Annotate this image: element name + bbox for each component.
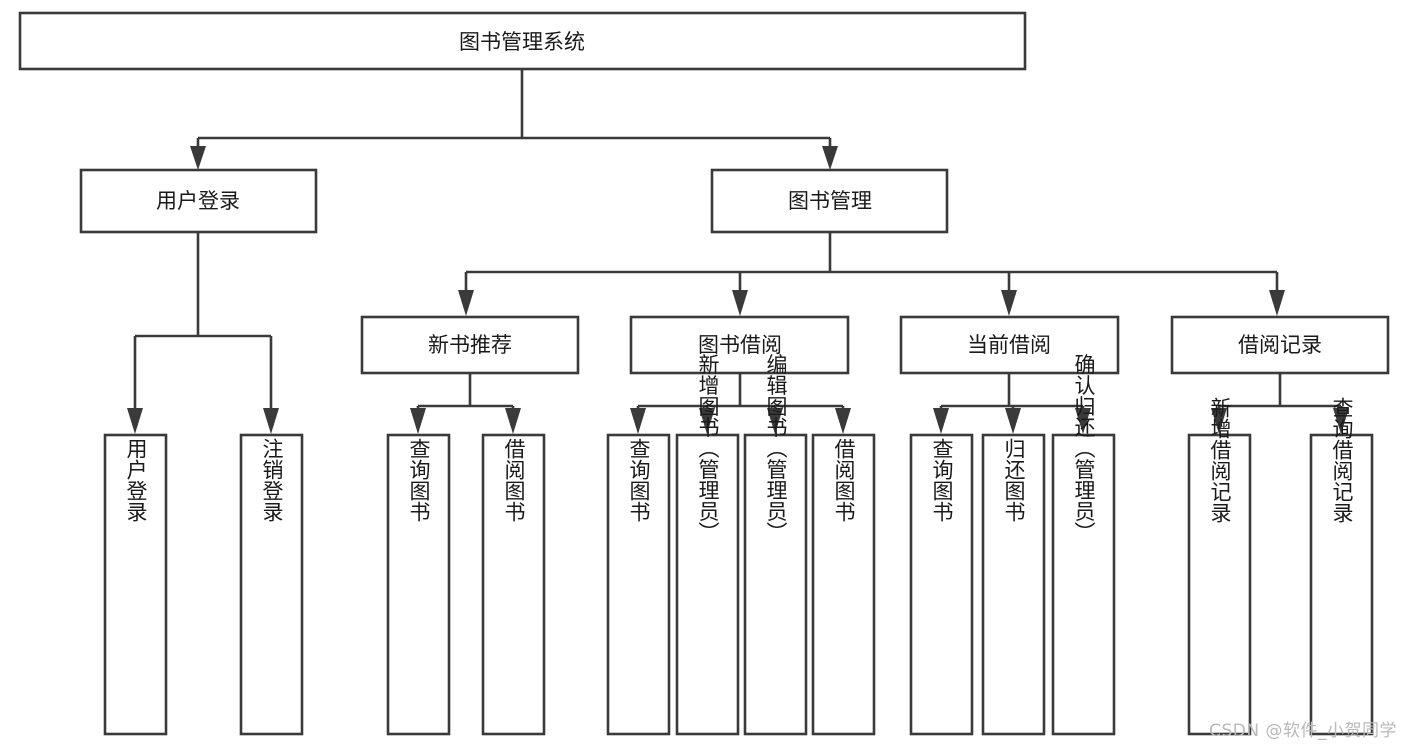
node-book-borrow-label: 图书借阅 [698, 333, 782, 357]
arrowhead-borrow-add-book [699, 408, 715, 434]
arrowhead-user-login-leaf [127, 408, 143, 434]
node-book-borrow[interactable]: 图书借阅 [629, 315, 850, 375]
node-borrow-add-book[interactable]: 新增图书（管理员） [675, 354, 740, 736]
node-borrow-query-book-label: 查询图书 [627, 438, 651, 522]
node-borrow-borrow-book[interactable]: 借阅图书 [811, 433, 876, 736]
arrowhead-recommend-query-book [410, 408, 426, 434]
arrowhead-user-login [190, 146, 206, 170]
node-user-login-label: 用户登录 [156, 189, 240, 213]
arrowhead-borrow-query-book [630, 408, 646, 434]
node-current-confirm-return[interactable]: 确认归还（管理员） [1051, 354, 1116, 736]
node-borrow-add-book-label: 新增图书（管理员） [696, 354, 720, 543]
node-book-manage[interactable]: 图书管理 [710, 168, 949, 234]
node-user-login-logout[interactable]: 注销登录 [239, 433, 304, 736]
arrowhead-record-add [1211, 408, 1227, 434]
node-record-query-label: 查询借阅记录 [1330, 397, 1354, 523]
arrowhead-book-borrow [732, 290, 748, 316]
node-borrow-borrow-book-label: 借阅图书 [832, 438, 856, 522]
node-borrow-edit-book[interactable]: 编辑图书（管理员） [743, 354, 808, 736]
node-current-return-book-label: 归还图书 [1002, 438, 1026, 522]
arrowhead-borrow-borrow-book [835, 408, 851, 434]
arrowhead-user-logout-leaf [263, 408, 279, 434]
arrowhead-recommend-borrow-book [505, 408, 521, 434]
arrowhead-borrow-record [1269, 290, 1285, 316]
node-user-login[interactable]: 用户登录 [79, 168, 318, 234]
node-current-query-book[interactable]: 查询图书 [909, 433, 974, 736]
arrowhead-current-return-book [1005, 408, 1021, 434]
node-new-book-recommend[interactable]: 新书推荐 [360, 315, 580, 375]
node-new-book-recommend-label: 新书推荐 [428, 333, 512, 357]
node-current-confirm-return-label: 确认归还（管理员） [1072, 354, 1096, 543]
node-current-query-book-label: 查询图书 [930, 438, 954, 522]
node-root[interactable]: 图书管理系统 [18, 11, 1027, 71]
arrowhead-new-book-recommend [458, 290, 474, 316]
node-borrow-record[interactable]: 借阅记录 [1170, 315, 1390, 375]
arrowhead-record-query [1333, 408, 1349, 434]
node-book-manage-label: 图书管理 [788, 189, 872, 213]
node-current-borrow-label: 当前借阅 [967, 333, 1051, 357]
arrowhead-book-manage [822, 146, 838, 170]
node-borrow-edit-book-label: 编辑图书（管理员） [764, 354, 788, 543]
node-recommend-borrow-book[interactable]: 借阅图书 [481, 433, 546, 736]
node-current-return-book[interactable]: 归还图书 [981, 433, 1046, 736]
node-borrow-query-book[interactable]: 查询图书 [606, 433, 671, 736]
node-user-login-login[interactable]: 用户登录 [103, 433, 168, 736]
node-record-query[interactable]: 查询借阅记录 [1309, 397, 1374, 736]
arrowhead-current-query-book [933, 408, 949, 434]
node-borrow-record-label: 借阅记录 [1238, 333, 1322, 357]
arrowhead-current-confirm-return [1075, 408, 1091, 434]
node-user-login-logout-label: 注销登录 [260, 438, 284, 522]
connectors-layer [127, 69, 1349, 434]
node-user-login-login-label: 用户登录 [124, 438, 148, 522]
csdn-watermark: CSDN @软件_小贺同学 [1209, 721, 1397, 741]
node-record-add-label: 新增借阅记录 [1208, 397, 1232, 523]
node-record-add[interactable]: 新增借阅记录 [1187, 397, 1252, 736]
node-recommend-borrow-book-label: 借阅图书 [502, 438, 526, 522]
node-root-label: 图书管理系统 [459, 30, 585, 54]
arrowhead-borrow-edit-book [767, 408, 783, 434]
node-recommend-query-book[interactable]: 查询图书 [386, 433, 451, 736]
node-current-borrow[interactable]: 当前借阅 [899, 315, 1120, 375]
node-recommend-query-book-label: 查询图书 [407, 438, 431, 522]
arrowhead-current-borrow [1001, 290, 1017, 316]
